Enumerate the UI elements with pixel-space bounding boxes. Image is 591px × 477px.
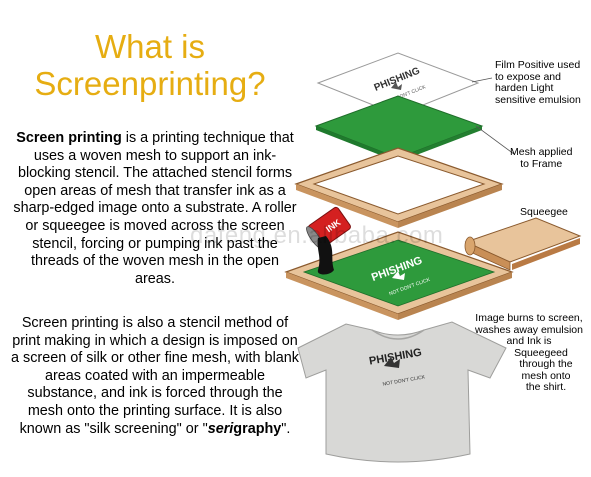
stencil-text: Screen printing is also a stencil method… xyxy=(11,315,299,437)
film-leader-line xyxy=(471,77,493,83)
definition-text: is a printing technique that uses a wove… xyxy=(13,130,297,287)
term-seri: seri xyxy=(207,420,234,437)
ink-can-icon: INK xyxy=(306,206,351,275)
label-film-positive: Film Positive used to expose and harden … xyxy=(495,59,581,106)
green-mesh-layer xyxy=(314,95,484,162)
title-line-1: What is xyxy=(94,28,206,65)
page-title: What is Screenprinting? xyxy=(0,28,300,102)
screen-hand-icon xyxy=(392,271,405,280)
wooden-frame-layer xyxy=(294,147,504,228)
ink-pour xyxy=(317,236,334,275)
stencil-text-end: ". xyxy=(281,420,291,437)
shirt-hand-icon xyxy=(384,357,400,368)
mesh-leader-line xyxy=(475,125,515,155)
label-image-burns: Image burns to screen, washes away emuls… xyxy=(475,312,583,393)
t-shirt-icon: PHISHING NOT DON'T CLICK xyxy=(297,321,507,463)
term-screen-printing: Screen printing xyxy=(16,130,122,146)
label-mesh-applied: Mesh applied to Frame xyxy=(510,146,573,170)
paragraph-stencil-method: Screen printing is also a stencil method… xyxy=(10,315,300,438)
term-graphy: graphy xyxy=(233,420,282,437)
paragraph-definition: Screen printing is a printing technique … xyxy=(10,130,300,288)
squeegee-icon xyxy=(464,217,582,271)
title-line-2: Screenprinting? xyxy=(34,65,266,102)
framed-screen-layer: PHISHING NOT DON'T CLICK xyxy=(284,231,514,320)
film-hand-icon xyxy=(391,82,402,90)
watermark: dafeng.en.alibaba.com xyxy=(190,222,444,249)
label-squeegee: Squeegee xyxy=(520,206,568,218)
